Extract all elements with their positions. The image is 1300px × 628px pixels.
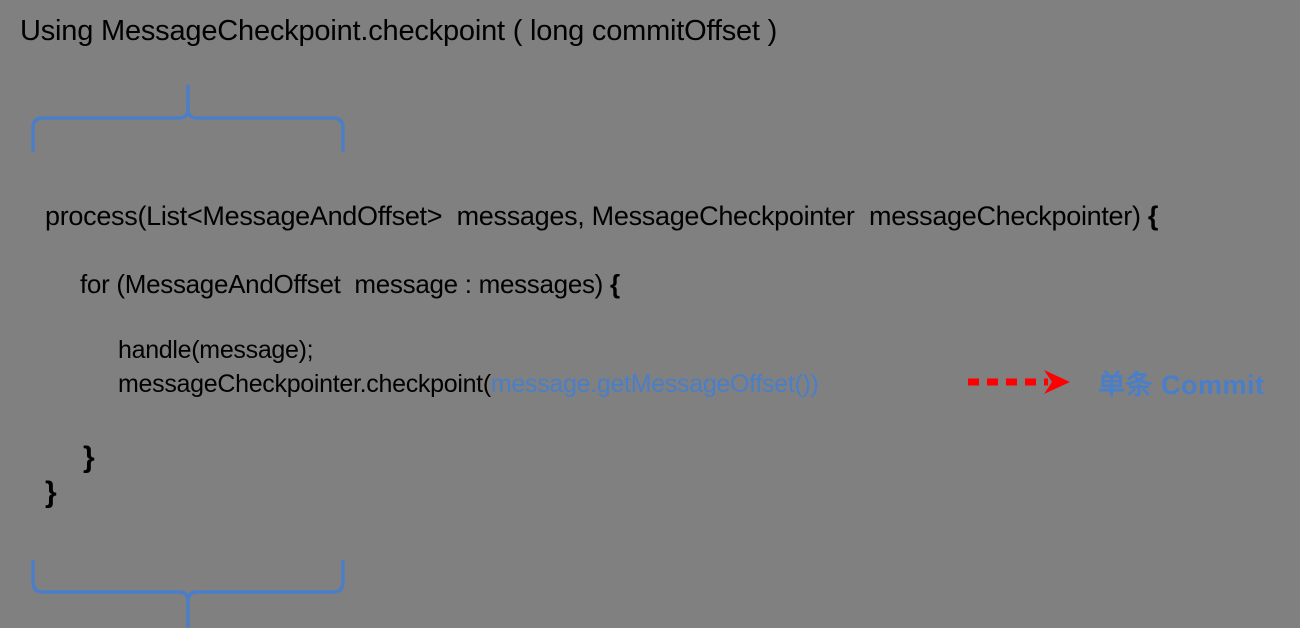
- code-line-checkpoint-call: messageCheckpointer.checkpoint(message.g…: [118, 368, 819, 400]
- code-line-handle-call: handle(message);: [118, 336, 314, 364]
- method-open-brace: {: [1147, 201, 1159, 231]
- code-line-method-signature: process(List<MessageAndOffset> messages,…: [45, 198, 1158, 234]
- code-line-for-loop: for (MessageAndOffset message : messages…: [80, 266, 620, 302]
- checkpoint-argument-text: message.getMessageOffset()): [490, 370, 819, 398]
- page-title: Using MessageCheckpoint.checkpoint ( lon…: [20, 15, 778, 47]
- dashed-arrow-right-icon: [968, 370, 1070, 394]
- bottom-curly-brace: [31, 560, 345, 628]
- for-close-brace: }: [83, 441, 95, 474]
- for-loop-text: for (MessageAndOffset message : messages…: [80, 269, 610, 299]
- method-close-brace: }: [45, 476, 57, 509]
- annotation-label-single-commit: 单条 Commit: [1098, 370, 1265, 400]
- for-open-brace: {: [609, 269, 620, 299]
- checkpoint-call-text: messageCheckpointer.checkpoint(: [118, 370, 491, 398]
- method-signature-text: process(List<MessageAndOffset> messages,…: [45, 201, 1148, 231]
- annotation-arrow: [966, 368, 1072, 396]
- top-curly-brace: [31, 84, 345, 152]
